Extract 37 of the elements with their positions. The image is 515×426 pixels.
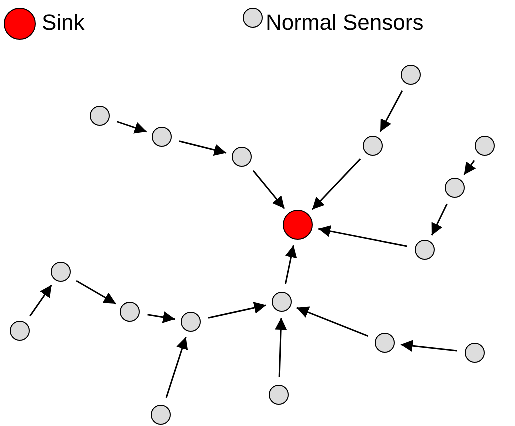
sensor-node: [181, 312, 201, 332]
sensor-node: [401, 65, 421, 85]
arrow: [116, 121, 148, 134]
legend-label: Sink: [42, 12, 85, 34]
arrow: [296, 306, 369, 338]
sensor-node: [51, 262, 71, 282]
sensor-node: [445, 178, 465, 198]
sensor-node: [475, 136, 495, 156]
sensor-node: [363, 136, 383, 156]
arrow: [76, 280, 117, 305]
sensor-node: [152, 127, 172, 147]
arrow: [179, 140, 227, 156]
legend-label: Normal Sensors: [266, 12, 424, 34]
sensor-node: [269, 385, 289, 405]
arrow: [284, 245, 298, 285]
sensor-node: [465, 343, 485, 363]
arrow: [312, 158, 362, 210]
sensor-node: [415, 240, 435, 260]
arrow: [30, 284, 52, 317]
sensor-node: [90, 106, 110, 126]
arrow: [431, 204, 448, 236]
arrow: [318, 225, 408, 248]
arrow: [252, 170, 286, 210]
arrow: [166, 337, 188, 398]
sensor-node: [10, 321, 30, 341]
sensor-node: [232, 147, 252, 167]
sensor-node: [272, 292, 292, 312]
arrow: [464, 160, 476, 176]
arrow: [400, 340, 458, 352]
sink-node: [283, 210, 313, 240]
sensor-node: [375, 333, 395, 353]
arrow: [208, 302, 267, 319]
sensor-node: [120, 302, 140, 322]
sensor-node: [151, 405, 171, 425]
arrow: [148, 312, 176, 324]
arrow: [380, 90, 404, 132]
arrow: [275, 318, 288, 378]
